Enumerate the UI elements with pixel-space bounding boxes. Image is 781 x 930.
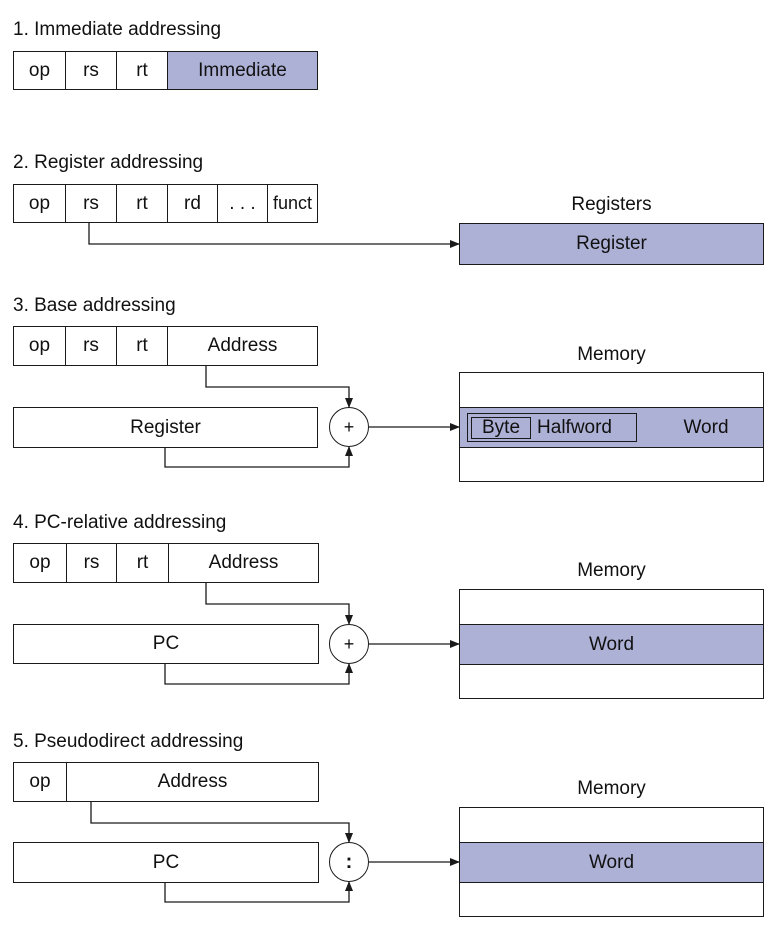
heading-immediate-addressing: 1. Immediate addressing: [13, 19, 222, 40]
field-rt: rt: [116, 184, 167, 223]
memory-row: [459, 664, 764, 699]
memory-label: Memory: [577, 778, 646, 799]
field-ellipsis: . . .: [217, 184, 267, 223]
heading-pc-relative-addressing: 4. PC-relative addressing: [13, 512, 227, 533]
heading-pseudodirect-addressing: 5. Pseudodirect addressing: [13, 731, 244, 752]
memory-row: [459, 807, 764, 843]
adder-circle: +: [329, 407, 369, 447]
concat-circle: :: [329, 842, 369, 882]
wire-pc-to-concat-5: [164, 881, 353, 903]
field-rt: rt: [116, 51, 167, 90]
field-rs: rs: [65, 51, 116, 90]
wire-address-to-adder-4: [205, 583, 353, 625]
field-funct: funct: [267, 184, 318, 223]
heading-base-addressing: 3. Base addressing: [13, 295, 176, 316]
adder-circle: +: [329, 624, 369, 664]
field-rs: rs: [66, 543, 116, 583]
field-rt: rt: [116, 543, 168, 583]
memory-row: [459, 589, 764, 625]
heading-register-addressing: 2. Register addressing: [13, 152, 204, 173]
field-immediate: Immediate: [167, 51, 318, 90]
field-rs: rs: [65, 326, 116, 366]
field-rt: rt: [116, 326, 167, 366]
field-rs: rs: [65, 184, 116, 223]
field-address: Address: [66, 762, 319, 802]
memory-label: Memory: [577, 344, 646, 365]
register-cell: Register: [459, 223, 764, 265]
memory-word-row: Word: [459, 624, 764, 665]
wire-register-to-adder-3: [164, 446, 353, 468]
memory-row: [459, 882, 764, 917]
registers-label: Registers: [571, 194, 652, 215]
register-operand: Register: [13, 407, 318, 448]
field-op: op: [13, 51, 65, 90]
pc-operand: PC: [13, 624, 319, 664]
wire-pc-to-adder-4: [164, 663, 353, 685]
field-op: op: [13, 326, 65, 366]
memory-row: [459, 372, 764, 408]
field-op: op: [13, 184, 65, 223]
memory-word-row: Word: [459, 842, 764, 883]
wire-rs-to-register: [88, 223, 460, 248]
field-op: op: [13, 543, 66, 583]
wire-address-to-concat-5: [90, 802, 353, 843]
halfword-box: Byte Halfword: [467, 413, 637, 442]
field-rd: rd: [167, 184, 217, 223]
memory-label: Memory: [577, 560, 646, 581]
byte-box: Byte: [471, 416, 532, 439]
pc-operand: PC: [13, 842, 319, 883]
halfword-label: Halfword: [537, 416, 613, 438]
word-label: Word: [683, 417, 729, 438]
field-address: Address: [167, 326, 318, 366]
memory-row: [459, 447, 764, 482]
field-address: Address: [168, 543, 319, 583]
field-op: op: [13, 762, 66, 802]
wire-address-to-adder-3: [205, 366, 353, 408]
